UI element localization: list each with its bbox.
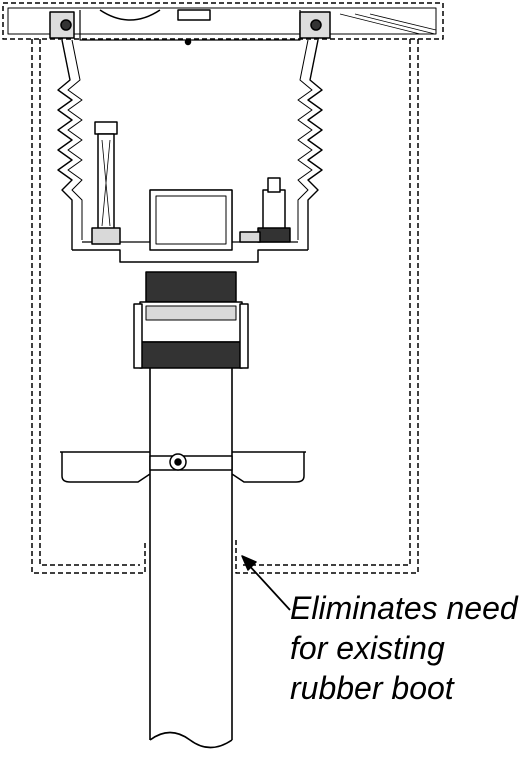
vault-box-outline [31,39,419,574]
pipe-support-bracket [60,451,306,483]
callout-arrow [241,555,291,611]
callout-text: Eliminates need for existing rubber boot [290,588,518,708]
riser-pipe [149,368,233,749]
cover-detail [49,9,331,46]
callout-line-3: rubber boot [290,670,454,706]
callout-line-2: for existing [290,630,445,666]
right-bellows [307,39,323,250]
meter-housing [72,189,308,263]
threaded-coupling [133,271,249,369]
lid-frame [2,2,444,40]
right-valve [239,177,291,243]
left-float-valve [91,121,121,245]
left-bellows-inner [67,39,83,240]
callout-line-1: Eliminates need [290,590,518,626]
left-bellows [57,39,73,250]
right-bellows-inner [297,39,313,240]
